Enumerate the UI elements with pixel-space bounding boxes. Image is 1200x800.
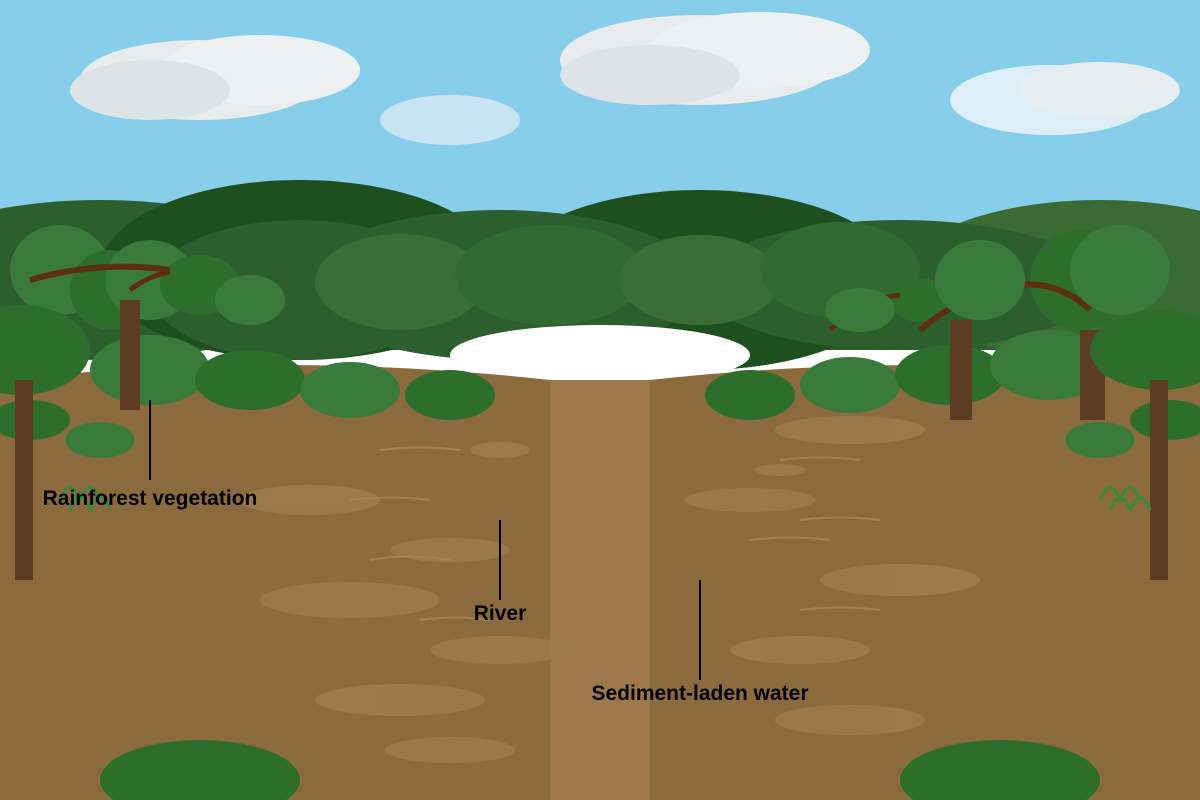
grass-tuft-icon	[58, 486, 112, 515]
bush-icon	[90, 335, 210, 405]
grass-tuft-icon	[1098, 486, 1152, 515]
sediment-label: Sediment-laden water	[591, 682, 808, 705]
bush-icon	[100, 740, 300, 800]
river-label: River	[474, 602, 527, 625]
bush-icon	[800, 357, 900, 413]
cloud-icon	[70, 35, 360, 120]
tree-icon	[29, 263, 171, 410]
bush-icon	[300, 362, 400, 418]
bush-icon	[195, 350, 305, 410]
tree-icon	[0, 305, 90, 580]
cloud-icon	[380, 95, 520, 145]
sediment-patches	[240, 416, 980, 763]
horizon-gap	[450, 325, 750, 385]
bush-icon	[65, 422, 135, 458]
clouds	[70, 12, 1180, 145]
foreground-canopy	[215, 225, 1170, 332]
label-lines	[149, 400, 701, 680]
river-channel	[550, 380, 650, 800]
cloud-icon	[560, 12, 870, 105]
forest-canopy	[0, 180, 1200, 370]
bush-icon	[705, 370, 795, 420]
bush-icon	[405, 370, 495, 420]
cloud-icon	[950, 62, 1180, 135]
bush-icon	[900, 740, 1100, 800]
bush-icon	[1065, 422, 1135, 458]
tree-icon	[1090, 310, 1200, 580]
water-ripples	[349, 446, 881, 621]
vegetation-label: Rainforest vegetation	[43, 487, 258, 510]
